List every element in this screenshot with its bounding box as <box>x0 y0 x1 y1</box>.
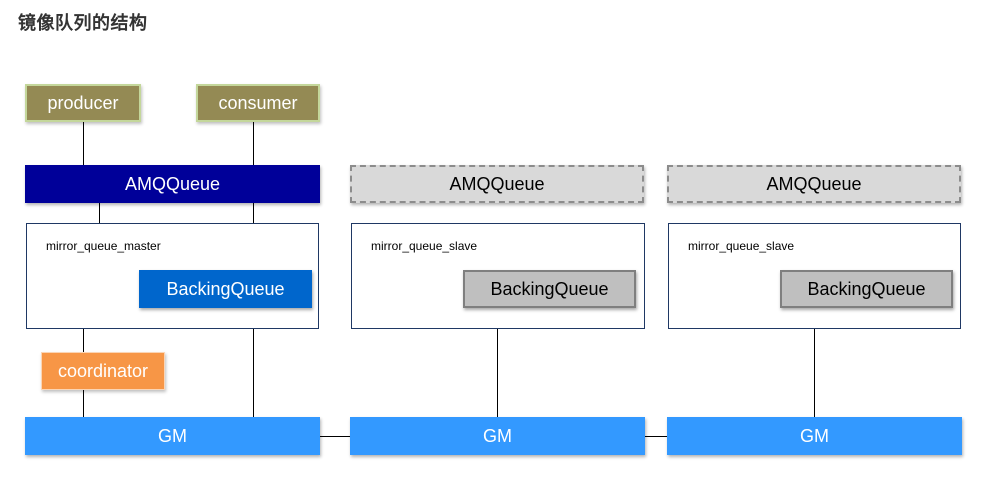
amqqueue-slave-node-1: AMQQueue <box>350 165 644 203</box>
consumer-node: consumer <box>196 84 320 122</box>
amqqueue-slave-node-2: AMQQueue <box>667 165 961 203</box>
gm-node-1: GM <box>25 417 320 455</box>
amqqueue-to-master-left-line <box>99 203 100 224</box>
slave2-to-gm-line <box>814 328 815 418</box>
slave1-to-gm-line <box>497 328 498 418</box>
mirror-queue-slave-label: mirror_queue_slave <box>371 239 478 253</box>
page-title: 镜像队列的结构 <box>18 13 148 34</box>
master-to-coordinator-line <box>83 328 84 353</box>
gm-node-2: GM <box>350 417 645 455</box>
consumer-to-amqqueue-line <box>253 120 254 166</box>
coordinator-to-gm-line <box>83 389 84 418</box>
gm2-to-gm3-line <box>645 436 668 437</box>
master-to-gm-line <box>253 328 254 418</box>
coordinator-node: coordinator <box>41 352 165 390</box>
backing-queue-slave-node-1: BackingQueue <box>463 270 636 308</box>
producer-to-amqqueue-line <box>83 120 84 166</box>
amqqueue-master-node: AMQQueue <box>25 165 320 203</box>
producer-node: producer <box>25 84 141 122</box>
mirror-queue-slave-label: mirror_queue_slave <box>688 239 795 253</box>
backing-queue-slave-node-2: BackingQueue <box>780 270 953 308</box>
backing-queue-master-node: BackingQueue <box>139 270 312 308</box>
gm-node-3: GM <box>667 417 962 455</box>
gm1-to-gm2-line <box>319 436 351 437</box>
amqqueue-to-master-right-line <box>253 203 254 224</box>
mirror-queue-master-label: mirror_queue_master <box>46 239 161 253</box>
